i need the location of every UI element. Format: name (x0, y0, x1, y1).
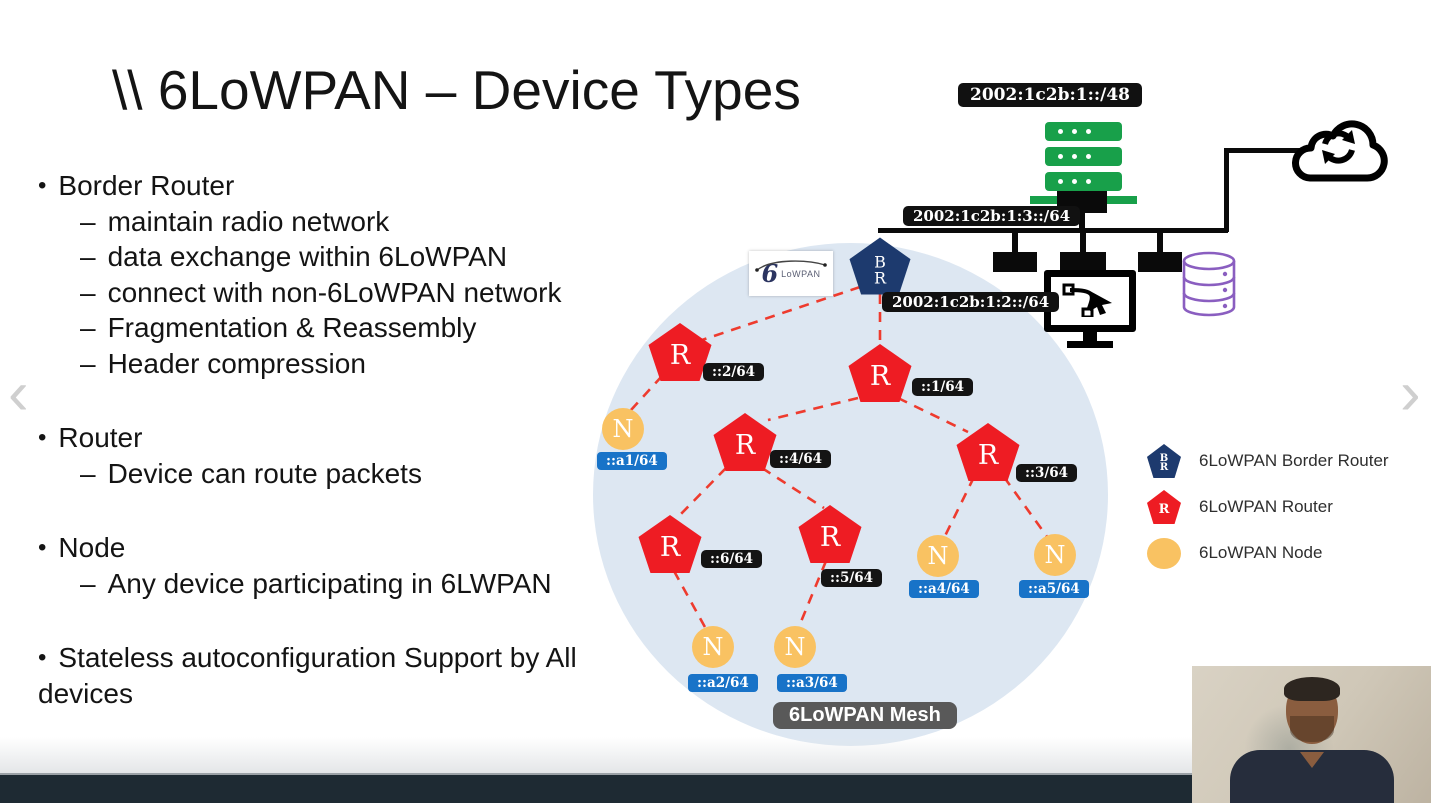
bullet-item: –Any device participating in 6LWPAN (80, 567, 552, 599)
address-label: ::a2/64 (688, 674, 758, 692)
bullet-item: •Router (38, 422, 143, 453)
logo-word: LoWPAN (781, 268, 821, 279)
cloud-link-horizontal (1224, 148, 1310, 153)
drop-line-2 (1080, 233, 1086, 253)
logo-glyph: 6 (761, 259, 779, 288)
6lowpan-logo: 6 LoWPAN (749, 251, 833, 296)
bullet-list: •Border Router –maintain radio network –da… (34, 168, 600, 711)
address-label: ::2/64 (703, 363, 765, 381)
backbone-bus-line (878, 228, 1228, 233)
server-icon (1045, 147, 1122, 166)
address-label: ::3/64 (1016, 464, 1078, 482)
node-shape: N (692, 626, 734, 668)
address-label: ::4/64 (770, 450, 832, 468)
database-icon (1182, 251, 1236, 317)
server-icon (1045, 122, 1122, 141)
server-icon (1045, 172, 1122, 191)
bullet-item: •Border Router (38, 170, 235, 201)
mesh-diagram: 6 LoWPAN 2002:1c2b:1::/48 2002:1c2b:1:3:… (593, 83, 1389, 746)
legend-label: 6LoWPAN Node (1199, 543, 1323, 562)
node-shape: N (774, 626, 816, 668)
drop-line-3 (1157, 233, 1163, 253)
address-label: ::a1/64 (597, 452, 667, 470)
bullet-item: –Header compression (80, 347, 366, 379)
node-shape: N (602, 408, 644, 450)
presenter-avatar (1284, 677, 1340, 744)
mesh-area-circle (593, 243, 1108, 746)
address-label: ::6/64 (701, 550, 763, 568)
address-label: ::1/64 (912, 378, 974, 396)
mesh-prefix-label: 2002:1c2b:1:2::/64 (882, 292, 1060, 312)
mesh-title-badge: 6LoWPAN Mesh (773, 702, 957, 729)
bullet-item: –data exchange within 6LoWPAN (80, 241, 508, 272)
prev-slide-arrow-icon[interactable]: ‹ (8, 359, 29, 428)
node-shape: N (1034, 534, 1076, 576)
address-label: ::a4/64 (909, 580, 979, 598)
bullet-item: –maintain radio network (80, 205, 390, 237)
router-legend-icon: R (1147, 490, 1181, 524)
bullet-item: •Stateless autoconfiguration Support by … (38, 642, 577, 709)
drop-line-1 (1012, 233, 1018, 253)
bullet-item: –Device can route packets (80, 457, 422, 489)
slide-title: \\ 6LoWPAN – Device Types (112, 59, 801, 121)
host-block-2 (1060, 252, 1106, 274)
bullet-item: –Fragmentation & Reassembly (80, 312, 477, 343)
address-label: ::a5/64 (1019, 580, 1089, 598)
next-slide-arrow-icon[interactable]: › (1400, 359, 1421, 428)
cloud-icon (1292, 120, 1388, 182)
legend-label: 6LoWPAN Border Router (1199, 451, 1389, 470)
address-label: ::a3/64 (777, 674, 847, 692)
presenter-webcam-video (1192, 666, 1431, 803)
workstation-monitor-icon (1044, 270, 1136, 348)
node-shape: N (917, 535, 959, 577)
site-prefix-label: 2002:1c2b:1::/48 (958, 83, 1143, 107)
legend-label: 6LoWPAN Router (1199, 497, 1333, 516)
bullet-item: •Node (38, 532, 126, 563)
legend-row: 6LoWPAN Node (1147, 536, 1389, 570)
node-legend-icon (1147, 537, 1181, 569)
server-drop-line (1079, 211, 1085, 229)
address-label: ::5/64 (821, 569, 883, 587)
backbone-prefix-label: 2002:1c2b:1:3::/64 (903, 206, 1081, 226)
legend-row: R 6LoWPAN Router (1147, 490, 1389, 524)
bullet-item: –connect with non-6LoWPAN network (80, 276, 562, 308)
host-block-3 (1138, 252, 1182, 272)
cloud-link-vertical (1224, 148, 1229, 232)
host-block-1 (993, 252, 1037, 272)
